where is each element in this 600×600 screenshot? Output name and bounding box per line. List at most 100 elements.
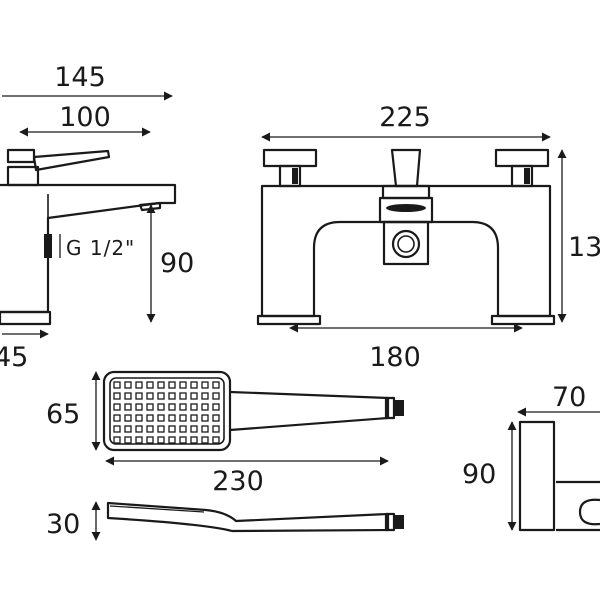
spray-nozzle [124, 425, 132, 433]
spray-nozzle [135, 414, 143, 422]
dim-handset-length-label: 230 [212, 466, 264, 497]
lever-handle [32, 149, 111, 172]
spray-nozzle [135, 392, 143, 400]
side-view: 145 100 G 1/2" 90 45 [0, 62, 194, 373]
spray-nozzle [179, 436, 187, 444]
spray-nozzle [124, 392, 132, 400]
spray-nozzle [124, 414, 132, 422]
spray-nozzle [212, 425, 220, 433]
holder-cradle [556, 480, 600, 532]
holder-ring [578, 498, 600, 526]
holder-wall-plate [518, 420, 556, 532]
base-plate-side [0, 310, 52, 326]
spray-nozzle [135, 425, 143, 433]
handset-connector [394, 400, 404, 416]
spray-nozzle [124, 403, 132, 411]
thread-label: G 1/2" [66, 236, 135, 260]
spray-nozzle [168, 414, 176, 422]
spray-nozzle [113, 425, 121, 433]
spray-nozzle [201, 436, 209, 444]
dim-front-height-label: 13 [568, 232, 600, 263]
spray-nozzle [113, 436, 121, 444]
handset-side-profile [106, 501, 390, 533]
lever-cap [6, 148, 36, 164]
spray-nozzle [212, 381, 220, 389]
dim-handset-thickness-label: 30 [46, 509, 80, 540]
left-handle-stem-shadow [292, 168, 298, 184]
spray-nozzle [212, 403, 220, 411]
spray-nozzle [157, 381, 165, 389]
spray-nozzle [146, 414, 154, 422]
spray-nozzle [190, 425, 198, 433]
dim-spout-height-label: 90 [160, 248, 194, 279]
spray-plate [109, 377, 225, 445]
right-handle-top [494, 148, 550, 168]
spray-nozzle [190, 414, 198, 422]
inlet-connector [44, 234, 52, 258]
spout-outlet-front [386, 204, 426, 212]
left-handle-top [262, 148, 318, 168]
spray-nozzle-grid [113, 381, 220, 444]
spray-nozzle [212, 414, 220, 422]
spray-nozzle [179, 414, 187, 422]
dim-head-width-label: 65 [46, 399, 80, 430]
holder-view: 70 90 [462, 382, 600, 532]
spray-nozzle [212, 392, 220, 400]
spray-nozzle [157, 436, 165, 444]
spray-nozzle [190, 381, 198, 389]
dim-overall-width-label: 225 [379, 102, 431, 133]
bridge-body [260, 184, 552, 318]
spray-nozzle [135, 403, 143, 411]
spray-nozzle [190, 392, 198, 400]
spray-nozzle [168, 425, 176, 433]
spray-nozzle [124, 381, 132, 389]
spray-nozzle [190, 436, 198, 444]
spray-nozzle [179, 403, 187, 411]
front-view: 225 180 13 [256, 102, 600, 373]
left-foot [256, 314, 322, 326]
spray-nozzle [179, 392, 187, 400]
spray-nozzle [201, 392, 209, 400]
spray-nozzle [146, 425, 154, 433]
spray-nozzle [135, 436, 143, 444]
spray-nozzle [146, 403, 154, 411]
spray-nozzle [190, 403, 198, 411]
spray-nozzle [135, 381, 143, 389]
spray-nozzle [146, 381, 154, 389]
right-foot [490, 314, 556, 326]
spray-nozzle [168, 392, 176, 400]
spray-nozzle [212, 436, 220, 444]
lever-body [6, 165, 40, 187]
handset-outlet-block [382, 220, 430, 266]
diverter-knob [390, 148, 422, 188]
spray-nozzle [201, 425, 209, 433]
handset-side-connector [394, 515, 404, 529]
spray-nozzle [168, 381, 176, 389]
spray-nozzle [201, 403, 209, 411]
handset-outlet-inner [397, 235, 415, 253]
spray-nozzle [113, 414, 121, 422]
spout-outlet [138, 201, 162, 212]
dim-spout-length-label: 100 [59, 102, 111, 133]
spray-nozzle [113, 381, 121, 389]
spray-nozzle [146, 436, 154, 444]
handset-head [102, 370, 232, 452]
spray-nozzle [179, 425, 187, 433]
handset-side-view: 30 [46, 501, 404, 541]
dim-centres-label: 180 [369, 342, 421, 373]
dim-holder-height-label: 90 [462, 459, 496, 490]
dim-total-length-label: 145 [54, 62, 106, 93]
handset-handle [229, 390, 390, 432]
right-handle-stem-shadow [524, 168, 530, 184]
handset-side-face [109, 505, 205, 513]
spray-nozzle [157, 403, 165, 411]
dim-base-label: 45 [0, 342, 28, 373]
spray-nozzle [113, 392, 121, 400]
spray-nozzle [201, 414, 209, 422]
spray-nozzle [168, 403, 176, 411]
spray-nozzle [124, 436, 132, 444]
spray-nozzle [168, 436, 176, 444]
spray-nozzle [157, 425, 165, 433]
spray-nozzle [113, 403, 121, 411]
